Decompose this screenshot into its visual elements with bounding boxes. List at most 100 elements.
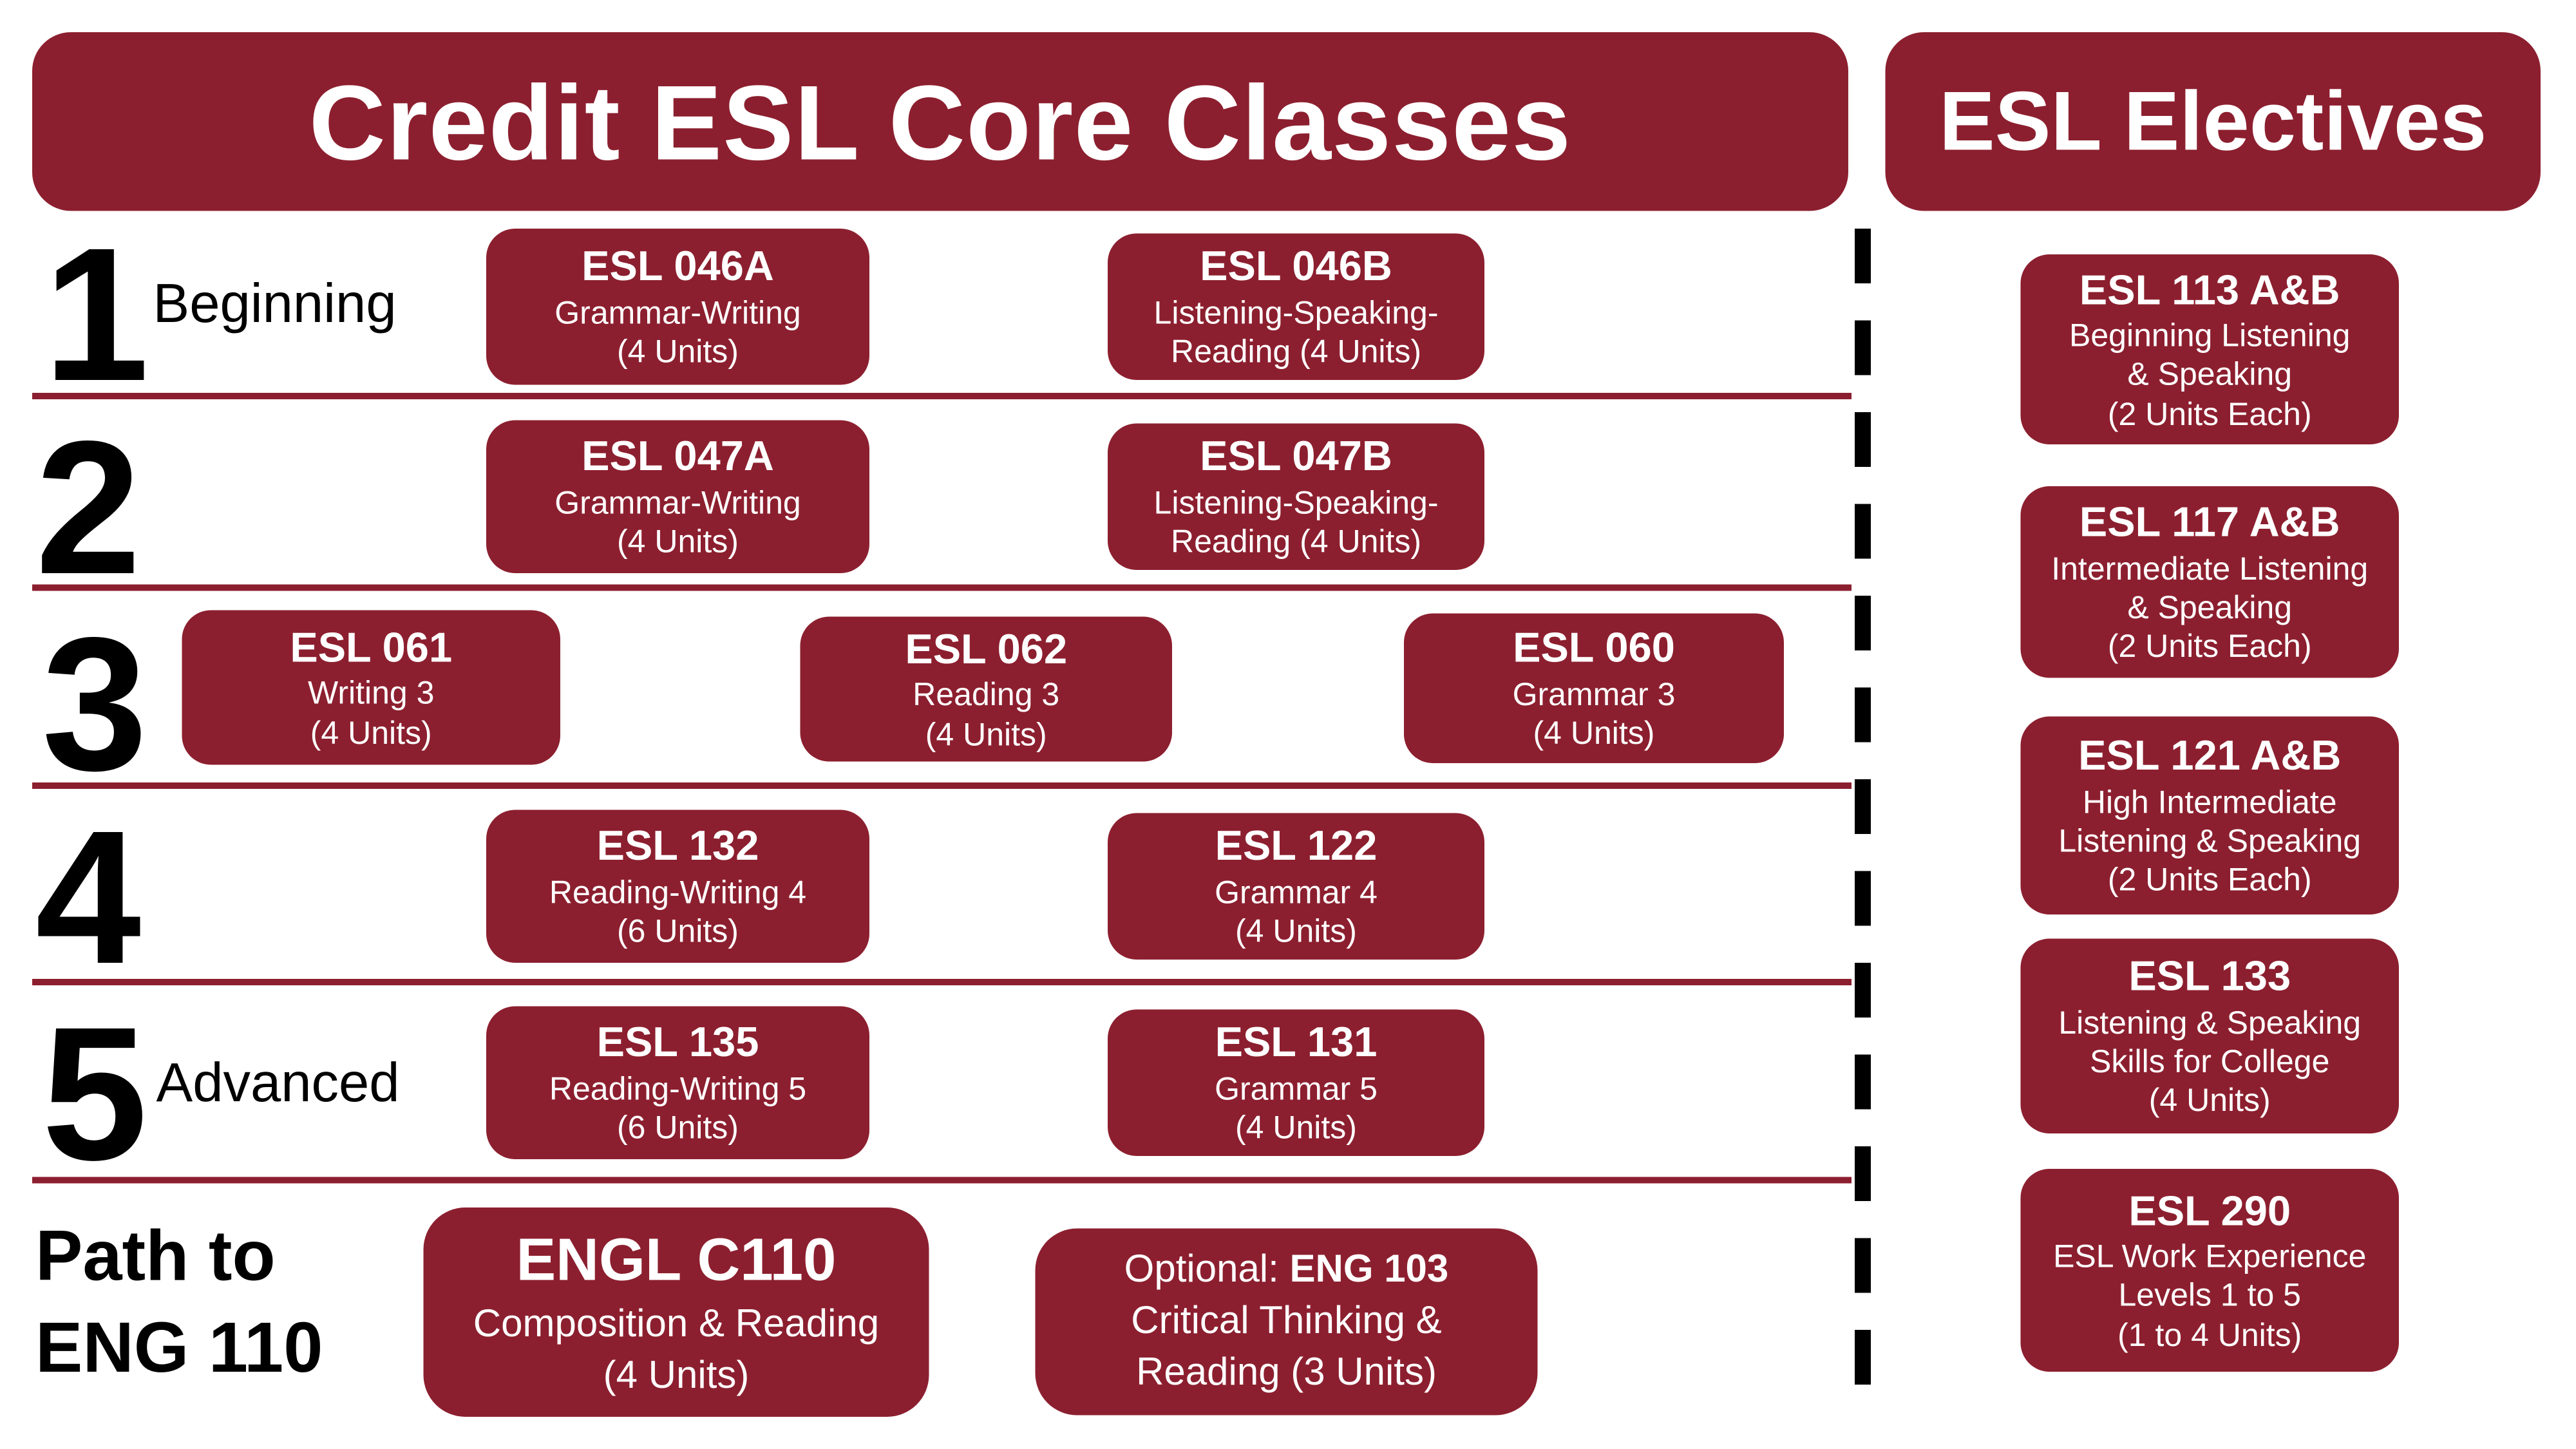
elective-card-esl-121ab: ESL 121 A&B High Intermediate Listening … xyxy=(2020,716,2399,914)
course-title: ESL 062 xyxy=(905,624,1068,673)
course-line: (4 Units) xyxy=(1235,1111,1357,1147)
course-title: ENG 103 xyxy=(1289,1248,1449,1293)
course-line: (2 Units Each) xyxy=(2107,397,2312,433)
course-line: Reading-Writing 5 xyxy=(549,1072,807,1108)
course-line: High Intermediate xyxy=(2082,784,2337,820)
course-line: Reading 3 xyxy=(913,678,1060,714)
course-line: Intermediate Listening xyxy=(2051,551,2369,587)
course-card-esl-061: ESL 061 Writing 3 (4 Units) xyxy=(182,610,560,765)
course-line: & Speaking xyxy=(2127,591,2293,627)
course-line: ESL Work Experience xyxy=(2053,1240,2367,1276)
course-card-esl-046a: ESL 046A Grammar-Writing (4 Units) xyxy=(486,229,869,385)
course-title: ESL 047B xyxy=(1200,432,1392,481)
course-line: Grammar 5 xyxy=(1215,1072,1378,1108)
row-separator xyxy=(32,584,1852,591)
course-optional-line: Optional: ENG 103 xyxy=(1124,1245,1449,1296)
row-separator xyxy=(32,1177,1852,1184)
course-line: Reading (4 Units) xyxy=(1170,525,1422,561)
course-card-esl-122: ESL 122 Grammar 4 (4 Units) xyxy=(1108,813,1484,960)
course-line: (4 Units) xyxy=(617,525,739,561)
course-title: ESL 122 xyxy=(1215,822,1378,871)
path-label-line1: Path to xyxy=(35,1217,276,1296)
elective-card-esl-113ab: ESL 113 A&B Beginning Listening & Speaki… xyxy=(2020,254,2399,444)
level-label-advanced: Advanced xyxy=(156,1053,400,1114)
course-line: Reading (3 Units) xyxy=(1136,1350,1437,1394)
course-card-esl-046b: ESL 046B Listening-Speaking- Reading (4 … xyxy=(1108,233,1484,380)
course-line: (6 Units) xyxy=(617,914,739,951)
core-classes-title: Credit ESL Core Classes xyxy=(308,62,1572,182)
level-number-4: 4 xyxy=(35,792,142,1005)
course-line: (4 Units) xyxy=(1235,914,1357,951)
course-line: Grammar 4 xyxy=(1215,875,1378,911)
course-card-esl-132: ESL 132 Reading-Writing 4 (6 Units) xyxy=(486,810,869,963)
course-card-esl-047b: ESL 047B Listening-Speaking- Reading (4 … xyxy=(1108,423,1484,570)
core-classes-title-banner: Credit ESL Core Classes xyxy=(32,32,1848,211)
course-line: (1 to 4 Units) xyxy=(2117,1318,2302,1354)
electives-title: ESL Electives xyxy=(1939,75,2487,169)
course-line: Skills for College xyxy=(2090,1045,2330,1081)
course-line: Listening & Speaking xyxy=(2058,824,2362,860)
row-separator xyxy=(32,393,1852,399)
course-line: (4 Units) xyxy=(603,1354,750,1398)
course-title: ESL 060 xyxy=(1513,623,1675,672)
course-line: Grammar 3 xyxy=(1512,677,1676,713)
course-card-esl-047a: ESL 047A Grammar-Writing (4 Units) xyxy=(486,420,869,573)
path-label-line2: ENG 110 xyxy=(35,1309,323,1388)
course-line: Listening-Speaking- xyxy=(1153,486,1439,522)
course-card-esl-062: ESL 062 Reading 3 (4 Units) xyxy=(800,616,1172,762)
course-line: Critical Thinking & xyxy=(1131,1299,1442,1343)
course-title: ESL 046A xyxy=(582,242,774,291)
course-title: ESL 121 A&B xyxy=(2078,731,2342,780)
course-title: ESL 132 xyxy=(596,822,759,871)
course-title: ESL 131 xyxy=(1215,1018,1378,1067)
course-line: (4 Units) xyxy=(2148,1084,2271,1120)
course-line: (4 Units) xyxy=(925,717,1047,753)
course-line: Listening-Speaking- xyxy=(1153,296,1439,332)
elective-card-esl-290: ESL 290 ESL Work Experience Levels 1 to … xyxy=(2020,1169,2399,1372)
course-title: ENGL C110 xyxy=(516,1227,837,1294)
path-to-eng110-label: Path to ENG 110 xyxy=(35,1211,323,1395)
course-line: (2 Units Each) xyxy=(2107,863,2312,899)
course-line: Writing 3 xyxy=(308,676,435,712)
level-number-3: 3 xyxy=(42,599,148,811)
row-separator xyxy=(32,782,1852,789)
course-line: (4 Units) xyxy=(617,335,739,371)
course-line: & Speaking xyxy=(2127,358,2293,394)
course-line: Grammar-Writing xyxy=(554,486,801,522)
course-title: ESL 047A xyxy=(582,432,774,481)
course-line: Grammar-Writing xyxy=(554,296,801,332)
optional-prefix: Optional: xyxy=(1124,1248,1290,1293)
course-line: (4 Units) xyxy=(1533,716,1655,752)
course-title: ESL 117 A&B xyxy=(2079,498,2340,547)
course-card-eng-103: Optional: ENG 103 Critical Thinking & Re… xyxy=(1035,1228,1538,1416)
level-number-1: 1 xyxy=(43,209,149,422)
course-card-engl-c110: ENGL C110 Composition & Reading (4 Units… xyxy=(423,1208,929,1417)
course-title: ESL 061 xyxy=(290,623,453,672)
level-number-2: 2 xyxy=(35,402,142,615)
course-line: Listening & Speaking xyxy=(2058,1005,2362,1041)
course-line: (2 Units Each) xyxy=(2107,630,2312,666)
course-card-esl-131: ESL 131 Grammar 5 (4 Units) xyxy=(1108,1009,1484,1156)
course-card-esl-135: ESL 135 Reading-Writing 5 (6 Units) xyxy=(486,1006,869,1159)
course-title: ESL 046B xyxy=(1200,242,1392,291)
course-card-esl-060: ESL 060 Grammar 3 (4 Units) xyxy=(1404,613,1784,763)
course-line: Levels 1 to 5 xyxy=(2118,1279,2302,1315)
course-line: Reading-Writing 4 xyxy=(549,875,807,911)
electives-title-banner: ESL Electives xyxy=(1885,32,2541,211)
level-number-5: 5 xyxy=(42,989,148,1201)
row-separator xyxy=(32,979,1852,985)
course-line: (4 Units) xyxy=(310,715,432,752)
course-title: ESL 290 xyxy=(2128,1186,2291,1235)
course-line: (6 Units) xyxy=(617,1111,739,1147)
elective-card-esl-133: ESL 133 Listening & Speaking Skills for … xyxy=(2020,938,2399,1133)
course-line: Reading (4 Units) xyxy=(1170,335,1422,371)
course-title: ESL 133 xyxy=(2128,952,2291,1001)
course-title: ESL 113 A&B xyxy=(2079,265,2340,314)
elective-card-esl-117ab: ESL 117 A&B Intermediate Listening & Spe… xyxy=(2020,486,2399,678)
course-line: Beginning Listening xyxy=(2069,319,2351,355)
section-divider-dashed-line xyxy=(1855,229,1871,1391)
level-label-beginning: Beginning xyxy=(153,274,397,335)
course-title: ESL 135 xyxy=(596,1018,759,1067)
